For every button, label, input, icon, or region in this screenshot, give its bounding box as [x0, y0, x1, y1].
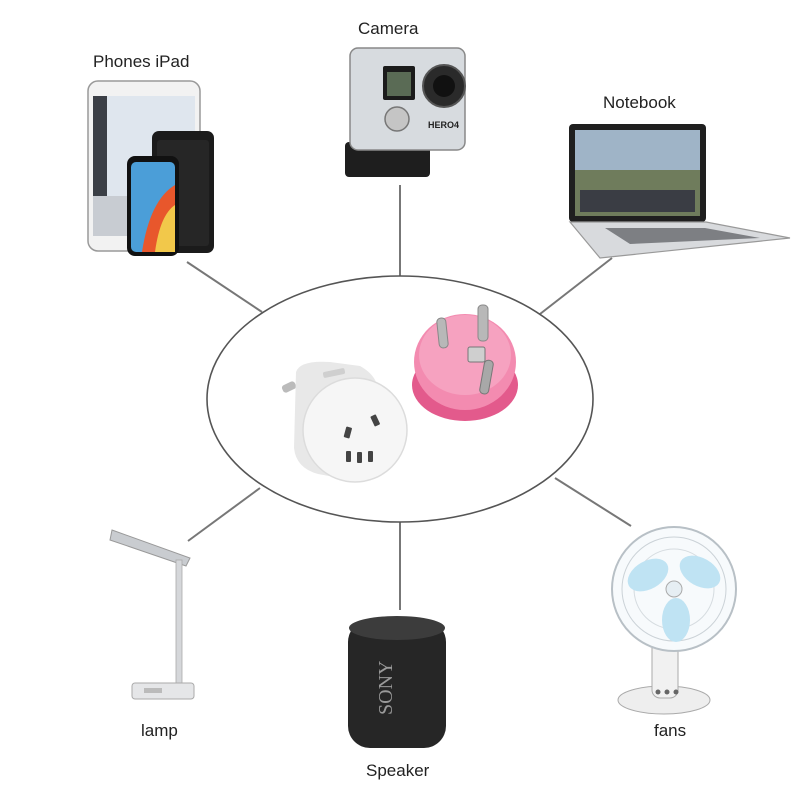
label-notebook: Notebook [603, 93, 676, 112]
label-camera: Camera [358, 19, 419, 38]
camera-model-text: HERO4 [428, 120, 459, 130]
fan-device [611, 526, 737, 715]
connector-lines [186, 185, 632, 610]
connector-lamp [187, 487, 261, 542]
label-speaker: Speaker [366, 761, 430, 780]
white-adapter-face [302, 377, 408, 483]
notebook-device [568, 124, 791, 259]
phones-ipad-device [87, 80, 214, 256]
connector-fans [554, 477, 632, 527]
speaker-brand-text: SONY [375, 661, 397, 715]
pink-adapter [412, 304, 518, 421]
camera-device: HERO4 [345, 47, 466, 177]
lamp-device [109, 529, 195, 700]
white-adapter [281, 361, 408, 483]
label-fans: fans [654, 721, 687, 740]
label-lamp: lamp [141, 721, 178, 740]
connector-phones [186, 261, 263, 313]
speaker-device: SONY [348, 616, 446, 748]
center-ellipse [206, 275, 594, 523]
label-phones-ipad: Phones iPad [93, 52, 190, 71]
connector-notebook [539, 257, 613, 315]
